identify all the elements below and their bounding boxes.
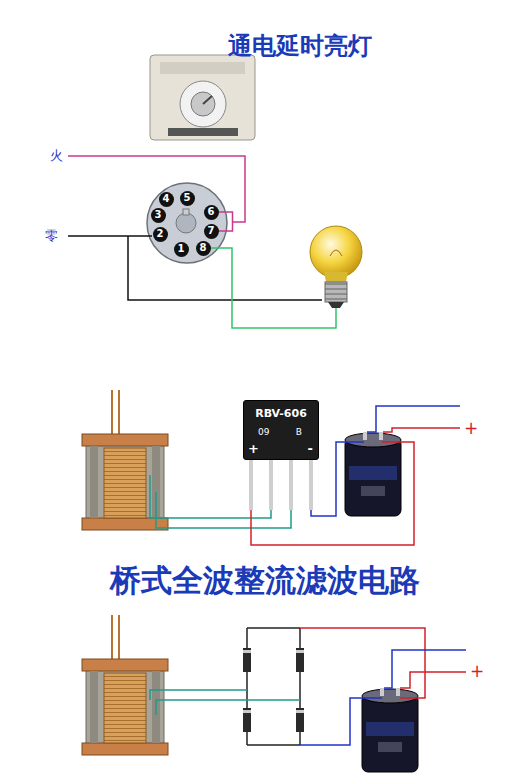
diode-symbol [243,648,304,732]
pin-label: 8 [200,243,207,253]
positive-output [383,428,460,432]
negative-wire [300,698,382,745]
title: 通电延时亮灯 [228,30,372,62]
pin-label: 5 [184,193,191,203]
neutral-wire [68,235,152,237]
part-marking: RBV-606 [255,407,307,420]
pin-number: 7 [204,224,219,239]
pin-label: 2 [157,229,164,239]
polarity-mark: + [464,418,478,438]
part-marking: B [296,427,302,437]
wire-label: 火 [50,147,63,165]
part-marking: - [308,441,313,456]
pin-number: 5 [180,191,195,206]
section-heading: 桥式全波整流滤波电路 [110,560,420,602]
negative-output [384,650,466,688]
ac-wire [150,690,247,700]
negative-output [367,406,460,432]
pin-label: 3 [155,210,162,220]
pin-number: 8 [196,241,211,256]
pin-label: 7 [208,226,215,236]
lamp-neutral-wire [128,236,322,300]
time-relay [150,55,255,140]
pin-number: 3 [151,208,166,223]
pin-number: 4 [159,192,174,207]
light-bulb [310,226,362,308]
part-marking: + [248,441,259,456]
bridge-leads [251,460,311,510]
capacitor [345,432,401,516]
transformer [82,615,168,755]
pin-number: 6 [204,205,219,220]
transformer [82,390,168,530]
ac-wire [156,492,291,528]
pin-label: 1 [178,244,185,254]
pin-number: 2 [153,227,168,242]
capacitor [362,688,418,772]
jumper-wire [219,212,233,231]
diode-bridge [247,628,300,745]
bridge-rectifier: + RBV-606 09 B- [243,400,319,460]
ac-wire [156,700,300,715]
part-marking: 09 [258,427,269,437]
polarity-mark: + [470,661,484,681]
pin-label: 6 [208,207,215,217]
relay-socket [147,183,227,263]
ac-wire [150,475,271,518]
wire-label: 零 [45,227,58,245]
live-wire [68,156,245,222]
pin-label: 4 [163,194,170,204]
positive-output [400,672,466,688]
pin-number: 1 [174,242,189,257]
